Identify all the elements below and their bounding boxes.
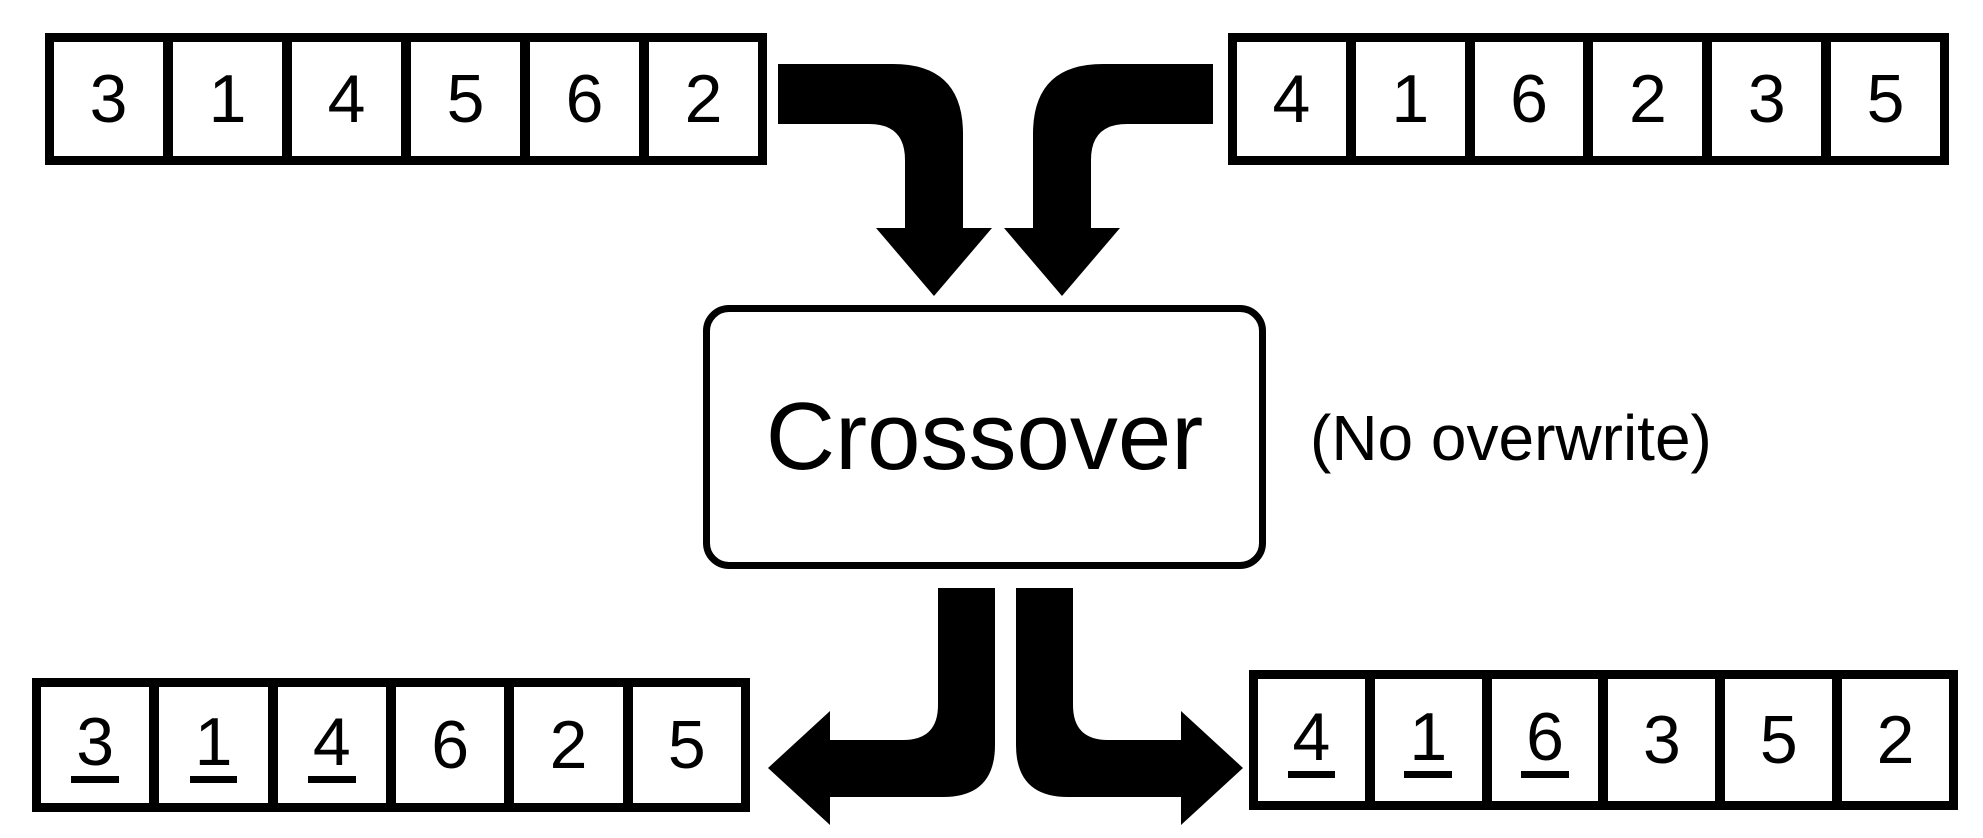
gene-value: 2 <box>1628 61 1667 137</box>
gene-value: 6 <box>431 707 470 783</box>
child-array-right: 4 1 6 3 5 2 <box>1249 670 1958 810</box>
gene-cell: 6 <box>395 687 505 803</box>
gene-value: 4 <box>1287 703 1336 778</box>
gene-value: 5 <box>667 707 706 783</box>
gene-cell: 4 <box>1237 42 1346 156</box>
gene-value: 1 <box>1404 703 1453 778</box>
no-overwrite-note: (No overwrite) <box>1310 396 1712 480</box>
gene-value: 6 <box>565 61 604 137</box>
gene-value: 5 <box>446 61 485 137</box>
gene-cell: 3 <box>54 42 163 156</box>
elbow-arrow-down-icon <box>1004 64 1213 296</box>
crossover-label: Crossover <box>765 383 1204 490</box>
gene-cell: 6 <box>1474 42 1584 156</box>
gene-value: 1 <box>208 61 247 137</box>
elbow-arrow-right-icon <box>1016 588 1243 825</box>
gene-value: 3 <box>1747 61 1786 137</box>
gene-value: 2 <box>1876 702 1915 778</box>
gene-cell: 1 <box>1374 679 1482 801</box>
gene-value: 5 <box>1759 702 1798 778</box>
gene-value: 4 <box>307 708 356 783</box>
gene-cell: 5 <box>632 687 741 803</box>
gene-cell: 5 <box>1831 42 1940 156</box>
gene-value: 3 <box>71 708 120 783</box>
gene-cell: 3 <box>1608 679 1716 801</box>
gene-cell: 6 <box>1491 679 1599 801</box>
gene-cell: 2 <box>1593 42 1703 156</box>
gene-value: 1 <box>1391 61 1430 137</box>
gene-value: 4 <box>327 61 366 137</box>
gene-cell: 4 <box>292 42 401 156</box>
parent-array-right: 4 1 6 2 3 5 <box>1228 33 1949 165</box>
gene-cell: 2 <box>649 42 758 156</box>
gene-cell: 1 <box>159 687 268 803</box>
gene-cell: 3 <box>41 687 150 803</box>
gene-cell: 2 <box>514 687 623 803</box>
gene-value: 3 <box>89 61 128 137</box>
crossover-box: Crossover <box>703 305 1266 569</box>
no-overwrite-label: (No overwrite) <box>1310 402 1712 474</box>
elbow-arrow-down-icon <box>778 64 992 296</box>
gene-value: 6 <box>1510 61 1548 137</box>
elbow-arrow-left-icon <box>768 588 995 825</box>
gene-cell: 6 <box>530 42 639 156</box>
child-array-left: 3 1 4 6 2 5 <box>32 678 750 812</box>
gene-cell: 3 <box>1712 42 1822 156</box>
gene-cell: 1 <box>1355 42 1465 156</box>
gene-value: 6 <box>1521 703 1569 778</box>
gene-cell: 4 <box>277 687 386 803</box>
gene-value: 4 <box>1272 61 1311 137</box>
gene-cell: 2 <box>1842 679 1949 801</box>
parent-array-left: 3 1 4 5 6 2 <box>45 33 767 165</box>
gene-cell: 4 <box>1258 679 1365 801</box>
gene-value: 2 <box>549 707 588 783</box>
gene-cell: 5 <box>411 42 520 156</box>
gene-value: 3 <box>1642 702 1681 778</box>
gene-cell: 5 <box>1725 679 1833 801</box>
gene-cell: 1 <box>173 42 282 156</box>
gene-value: 1 <box>189 708 238 783</box>
gene-value: 5 <box>1866 61 1905 137</box>
gene-value: 2 <box>684 61 723 137</box>
